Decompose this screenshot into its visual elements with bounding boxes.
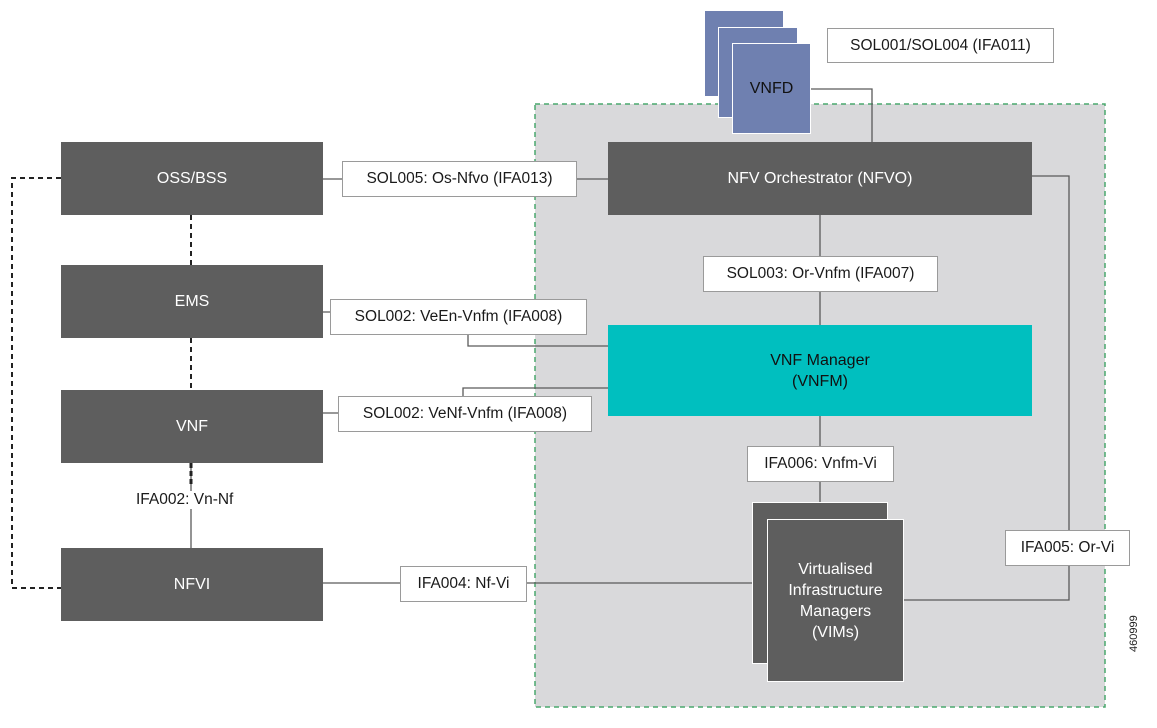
- nfvo-box: NFV Orchestrator (NFVO): [608, 142, 1032, 215]
- iface-or-vi: IFA005: Or-Vi: [1005, 530, 1130, 566]
- iface-venf-vnfm-text: SOL002: VeNf-Vnfm (IFA008): [362, 405, 568, 422]
- vnfd-label: VNFD: [749, 80, 794, 97]
- nfvo-label: NFV Orchestrator (NFVO): [727, 170, 913, 187]
- wire-vnfd-nfvo: [808, 88, 873, 142]
- ems-box: EMS: [61, 265, 323, 338]
- iface-venf-vnfm: SOL002: VeNf-Vnfm (IFA008): [338, 396, 592, 432]
- vims-label-line3: Managers: [799, 602, 872, 620]
- iface-or-vnfm-text: SOL003: Or-Vnfm (IFA007): [726, 265, 915, 282]
- iface-vnfd-nfvo: SOL001/SOL004 (IFA011): [827, 28, 1054, 63]
- wire-nfvo-vim: [903, 175, 1070, 601]
- vnfm-label-line1: VNF Manager: [770, 351, 870, 369]
- iface-vnfm-vi: IFA006: Vnfm-Vi: [747, 446, 894, 482]
- iface-or-vnfm: SOL003: Or-Vnfm (IFA007): [703, 256, 938, 292]
- iface-or-vi-text: IFA005: Or-Vi: [1020, 539, 1115, 556]
- vims-label-line1: Virtualised: [798, 560, 873, 578]
- vnfm-box: VNF Manager (VNFM): [608, 325, 1032, 416]
- nfvi-label: NFVI: [173, 576, 211, 593]
- figure-id: 460999: [1128, 615, 1140, 652]
- iface-veen-vnfm: SOL002: VeEn-Vnfm (IFA008): [330, 299, 587, 335]
- oss-bss-label: OSS/BSS: [156, 170, 228, 187]
- dashed-oss-nfvi: [11, 177, 61, 589]
- iface-vnfm-vi-text: IFA006: Vnfm-Vi: [764, 455, 877, 472]
- iface-vnfd-nfvo-text: SOL001/SOL004 (IFA011): [850, 36, 1031, 54]
- vnf-box: VNF: [61, 390, 323, 463]
- vnf-label: VNF: [176, 418, 208, 435]
- iface-os-nfvo-text: SOL005: Os-Nfvo (IFA013): [366, 170, 553, 187]
- ems-label: EMS: [174, 293, 210, 310]
- vims-label-line4: (VIMs): [811, 623, 860, 641]
- iface-vn-nf: IFA002: Vn-Nf: [136, 491, 234, 509]
- iface-vn-nf-text: IFA002: Vn-Nf: [136, 491, 234, 508]
- vims-box: Virtualised Infrastructure Managers (VIM…: [767, 519, 904, 682]
- iface-nf-vi-text: IFA004: Nf-Vi: [417, 575, 510, 592]
- iface-os-nfvo: SOL005: Os-Nfvo (IFA013): [342, 161, 577, 197]
- nfvi-box: NFVI: [61, 548, 323, 621]
- oss-bss-box: OSS/BSS: [61, 142, 323, 215]
- vims-label-line2: Infrastructure: [788, 581, 883, 599]
- vnfm-label-line2: (VNFM): [792, 372, 848, 390]
- iface-nf-vi: IFA004: Nf-Vi: [400, 566, 527, 602]
- iface-veen-vnfm-text: SOL002: VeEn-Vnfm (IFA008): [354, 308, 563, 325]
- vnfd-document: VNFD: [732, 43, 811, 134]
